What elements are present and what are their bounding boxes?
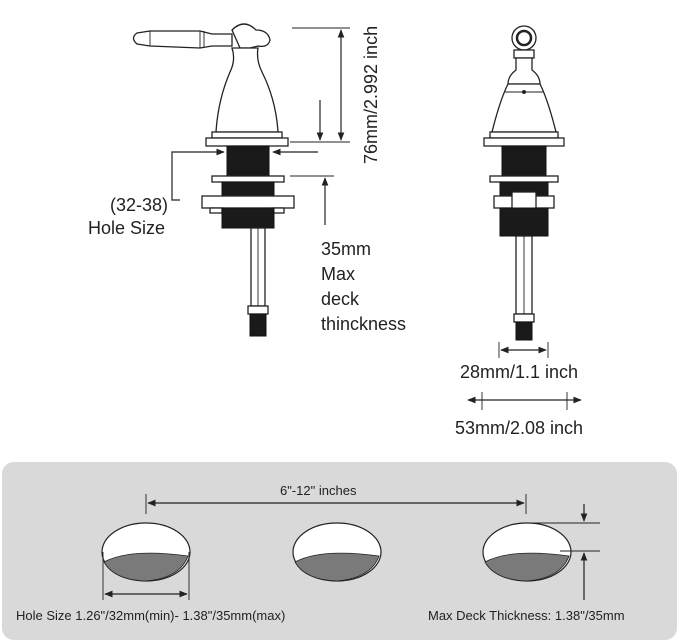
lever-handle (132, 30, 233, 49)
hole-range-label: (32-38) (110, 195, 168, 215)
deck-thickness-dimension: 35mm Max deck thinckness (290, 100, 406, 334)
faucet-body (215, 47, 279, 133)
deck-label-line3: deck (321, 289, 360, 309)
deck-hole-left (101, 522, 191, 582)
deck-label-line4: thinckness (321, 314, 406, 334)
height-dimension: 76mm/2.992 inch (290, 26, 381, 164)
hole-size-label: Hole Size (88, 218, 165, 238)
height-label: 76mm/2.992 inch (361, 26, 381, 164)
width-small-dimension: 28mm/1.1 inch (460, 342, 578, 382)
deck-hole-panel: 6"-12" inches Hole Size 1.26"/32mm(min)-… (2, 462, 677, 640)
inlet-fitting (249, 313, 267, 337)
width-small-label: 28mm/1.1 inch (460, 362, 578, 382)
deck-label-line2: Max (321, 264, 355, 284)
deck-thickness-note: Max Deck Thickness: 1.38"/35mm (428, 608, 625, 623)
deck-label-line1: 35mm (321, 239, 371, 259)
spread-label: 6"-12" inches (280, 483, 357, 498)
hole-size-dimension: (32-38) Hole Size (88, 148, 318, 238)
deck-hole-right (482, 522, 572, 582)
faucet-side-view (132, 23, 295, 337)
hole-size-note: Hole Size 1.26"/32mm(min)- 1.38"/35mm(ma… (16, 608, 285, 623)
threaded-shank (226, 145, 270, 177)
deck-hole-center (292, 522, 382, 582)
faucet-front-view (483, 25, 565, 341)
width-large-label: 53mm/2.08 inch (455, 418, 583, 438)
width-large-dimension: 53mm/2.08 inch (455, 392, 583, 438)
